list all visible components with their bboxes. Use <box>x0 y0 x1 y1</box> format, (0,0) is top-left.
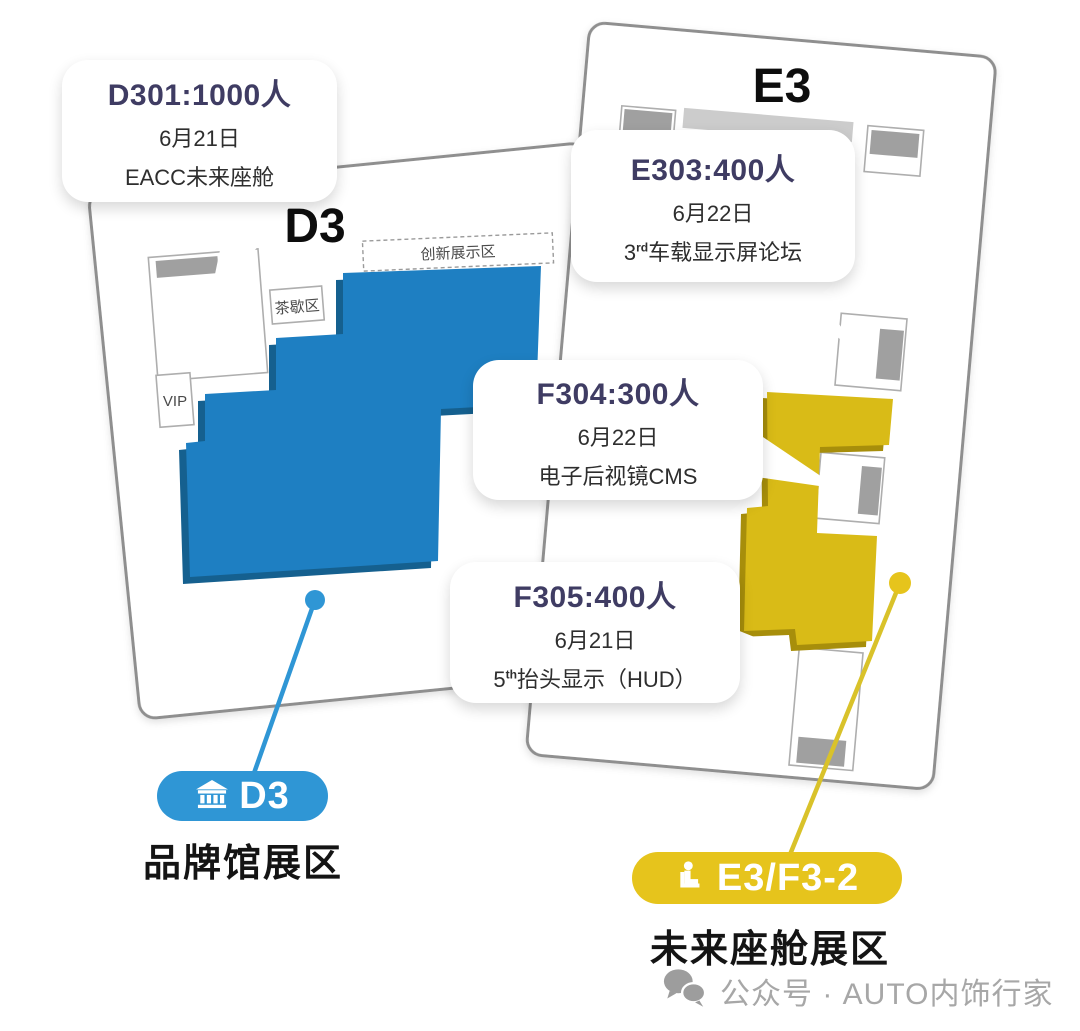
callout-d301-date: 6月21日 <box>159 126 240 151</box>
tea-break-label: 茶歇区 <box>274 297 320 317</box>
callout-d301: D301:1000人 6月21日 EACC未来座舱 <box>62 60 337 202</box>
legend-pill-d3-label: D3 <box>239 774 290 817</box>
callout-f305-date: 6月21日 <box>554 627 636 653</box>
callout-d301-event: EACC未来座舱 <box>124 165 275 190</box>
zone-label-future-cockpit: 未来座舱展区 <box>649 929 890 971</box>
seat-icon <box>675 860 707 897</box>
callout-f305-tail <box>732 628 797 672</box>
legend-pill-e3f32: E3/F3-2 <box>632 852 902 904</box>
callout-f304: F304:300人 6月22日 电子后视镜CMS <box>473 360 763 500</box>
d3-innovation-area <box>361 232 555 272</box>
callout-e303-tail <box>747 272 858 352</box>
watermark-text: 公众号 · AUTO内饰行家 <box>720 977 1054 1011</box>
e3-booth-c <box>788 646 864 772</box>
callout-d301-tail <box>208 192 302 308</box>
blue-leader-line <box>250 599 318 777</box>
callout-f304-event: 电子后视镜CMS <box>538 464 698 489</box>
callout-e303: E303:400人 6月22日 3rd车载显示屏论坛 <box>571 130 855 282</box>
callout-f304-title: F304:300人 <box>536 378 700 411</box>
callout-f305-event: 5th抬头显示（HUD） <box>493 666 697 692</box>
callout-e303-date: 6月22日 <box>672 201 754 226</box>
innovation-area-label: 创新展示区 <box>420 243 496 263</box>
watermark: 公众号 · AUTO内饰行家 <box>662 966 1053 1015</box>
wechat-icon <box>662 966 708 1015</box>
callout-f305: F305:400人 6月21日 5th抬头显示（HUD） <box>450 562 740 703</box>
museum-icon <box>195 779 229 814</box>
callout-f305-title: F305:400人 <box>513 580 677 614</box>
d3-tea-break-room <box>268 285 326 325</box>
legend-pill-d3: D3 <box>157 771 328 821</box>
callout-e303-event: 3rd车载显示屏论坛 <box>623 240 803 265</box>
legend-pill-e3f32-label: E3/F3-2 <box>716 856 860 899</box>
zone-label-brand-hall: 品牌馆展区 <box>142 843 343 885</box>
callout-f304-tail <box>757 433 840 489</box>
d3-stage-room <box>147 248 269 382</box>
yellow-leader-dot <box>889 572 911 594</box>
hall-e3-label: E3 <box>753 60 812 113</box>
blue-leader-dot <box>305 590 325 610</box>
callout-d301-title: D301:1000人 <box>107 79 292 112</box>
e3-booth-a <box>834 312 908 392</box>
e3-booth-top-right <box>863 124 925 178</box>
yellow-leader-line <box>784 582 903 863</box>
hall-d3-label: D3 <box>284 200 345 253</box>
e3-booth-b <box>814 451 886 525</box>
callout-e303-title: E303:400人 <box>630 154 796 187</box>
vip-label: VIP <box>163 393 187 410</box>
d3-vip-room <box>155 371 195 429</box>
callout-f304-date: 6月22日 <box>577 425 659 450</box>
blue-zone-d3 <box>179 266 541 584</box>
